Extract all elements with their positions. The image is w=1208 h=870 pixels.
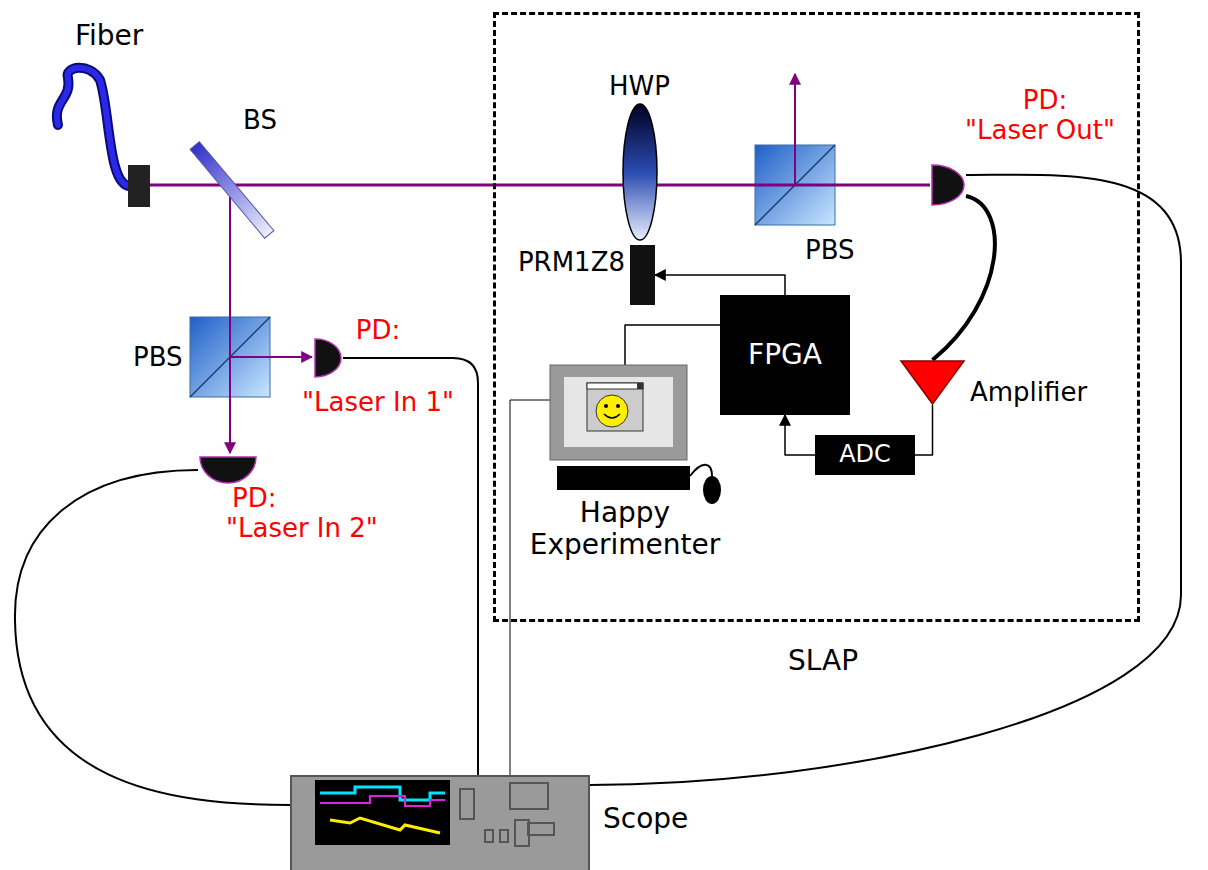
fiber-cable-core xyxy=(57,68,130,186)
node-label: Scope xyxy=(603,803,688,835)
scope-body xyxy=(291,776,589,870)
node-label: SLAP xyxy=(788,645,858,677)
scope-cable xyxy=(590,175,1181,785)
fpga-box: FPGA xyxy=(720,295,850,415)
data-wire xyxy=(625,325,720,365)
pd-top-outline xyxy=(198,455,258,485)
pd-left-outline xyxy=(313,337,343,379)
node-label: FPGA xyxy=(748,339,822,371)
laser-beam xyxy=(150,184,930,187)
slap-region: SLAPPRM1Z8PD:"Laser Out"FPGAHappy Experi… xyxy=(493,12,1140,622)
scope-screen xyxy=(315,780,450,845)
scope-cable xyxy=(510,400,550,775)
window-button xyxy=(637,383,643,389)
part-label: Fiber xyxy=(75,20,143,52)
scope-knob xyxy=(460,789,474,819)
part-label: PBS xyxy=(805,236,855,266)
keyboard xyxy=(557,466,690,490)
monitor-outline xyxy=(550,365,687,460)
photodiode-symbol xyxy=(932,165,964,205)
smiley-mouth xyxy=(604,414,620,418)
node-label: PD: xyxy=(1023,86,1067,116)
scope-knob xyxy=(510,783,548,809)
adc-box: ADC xyxy=(815,435,915,475)
node-label: PD: xyxy=(232,484,276,514)
amp-outline xyxy=(900,360,965,405)
control-arrow xyxy=(655,275,785,295)
part-label: PBS xyxy=(133,343,183,373)
window-titlebar xyxy=(587,383,643,389)
signal-wire xyxy=(915,405,933,455)
scope-outline xyxy=(290,775,590,870)
window xyxy=(587,383,643,431)
node-label: PD: xyxy=(356,316,400,346)
laser-beam xyxy=(229,185,231,453)
node-label: Happy Experimenter xyxy=(530,497,721,561)
mouse xyxy=(703,476,721,504)
scope-cable xyxy=(343,358,478,775)
smiley-face xyxy=(596,395,628,427)
scope-knob xyxy=(528,823,554,835)
scope-knob xyxy=(515,820,529,846)
trace xyxy=(330,818,440,833)
smiley-eye xyxy=(616,404,620,408)
laser-beam xyxy=(230,356,312,358)
node-label: "Laser In 1" xyxy=(302,388,454,418)
laser-beam xyxy=(794,74,796,185)
photodiode: PD:"Laser Out" xyxy=(930,163,966,207)
photodiode-symbol xyxy=(315,339,341,377)
part-label: HWP xyxy=(609,72,670,102)
beam-splitter xyxy=(190,142,274,239)
trace xyxy=(320,796,445,806)
node-label: Amplifier xyxy=(970,378,1087,408)
computer: Happy Experimenter xyxy=(550,365,687,460)
node-label: PRM1Z8 xyxy=(518,248,625,278)
photodiode: PD:"Laser In 2" xyxy=(198,455,258,485)
node-label: ADC xyxy=(839,441,891,469)
half-wave-plate xyxy=(623,104,657,240)
fiber-mount xyxy=(128,165,150,207)
scope-knob xyxy=(500,830,508,842)
part-label: BS xyxy=(243,106,277,136)
photodiode: PD:"Laser In 1" xyxy=(313,337,343,379)
photodiode-symbol xyxy=(200,457,256,483)
signal-arrow xyxy=(785,415,815,455)
amplifier-triangle xyxy=(901,361,964,404)
oscilloscope: Scope xyxy=(290,775,590,870)
node-label: "Laser Out" xyxy=(965,116,1115,146)
pd-left-outline xyxy=(930,163,966,207)
node-label: "Laser In 2" xyxy=(226,514,378,544)
trace xyxy=(320,787,445,800)
mouse-cord xyxy=(690,465,712,476)
scope-knob xyxy=(485,830,493,842)
smiley-eye xyxy=(604,404,608,408)
fiber-cable xyxy=(57,68,130,186)
rotation-mount: PRM1Z8 xyxy=(630,245,655,305)
monitor-screen xyxy=(564,377,673,447)
monitor-frame xyxy=(550,365,687,460)
signal-cable xyxy=(933,196,995,360)
amplifier-symbol: Amplifier xyxy=(900,360,965,405)
